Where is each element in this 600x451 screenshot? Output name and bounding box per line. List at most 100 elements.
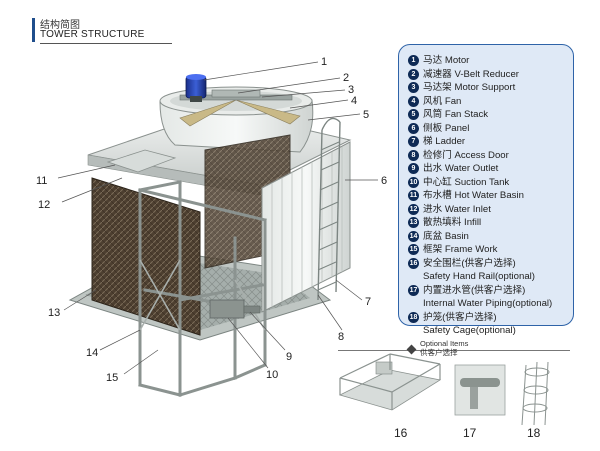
callout-3: 3 <box>348 84 354 96</box>
callout-6: 6 <box>381 175 387 187</box>
legend-number-badge: 12 <box>408 203 419 215</box>
legend-number-badge: 6 <box>408 122 419 134</box>
legend-label: 进水 Water Inlet <box>423 203 491 215</box>
callout-5: 5 <box>363 109 369 121</box>
optional-internal-water-piping <box>454 364 506 416</box>
callout-4: 4 <box>351 95 357 107</box>
legend-number-badge: 1 <box>408 55 419 66</box>
optional-items-title: Optional Items 供客户选择 <box>420 339 468 357</box>
legend-label: 护笼(供客户选择) <box>423 311 497 323</box>
legend-item: 1 马达 Motor <box>408 54 567 68</box>
legend-item: 18 护笼(供客户选择) <box>408 311 567 325</box>
legend-label: 马达架 Motor Support <box>423 82 516 93</box>
callout-14: 14 <box>86 347 98 359</box>
legend-item: 9 出水 Water Outlet <box>408 162 567 176</box>
callout-12: 12 <box>38 199 50 211</box>
water-outlet <box>243 305 261 314</box>
frame-work <box>138 180 267 397</box>
legend-item: 2 减速器 V-Belt Reducer <box>408 68 567 82</box>
legend-item: 16 安全围栏(供客户选择) <box>408 257 567 271</box>
optional-items-title-en: Optional Items <box>420 339 469 348</box>
legend-number-badge: 11 <box>408 190 419 201</box>
header-accent-bar <box>32 18 35 42</box>
legend-label: 布水槽 Hot Water Basin <box>423 190 524 201</box>
legend-label: 散热填料 Infill <box>423 217 482 228</box>
legend-number-badge: 4 <box>408 95 419 107</box>
legend-number-badge: 3 <box>408 82 419 93</box>
fan-blades <box>179 99 301 127</box>
legend-number-badge: 10 <box>408 176 419 188</box>
legend-item: 11 布水槽 Hot Water Basin <box>408 189 567 203</box>
legend-label: 侧板 Panel <box>423 122 470 134</box>
callout-8: 8 <box>338 331 344 343</box>
legend-item: 3 马达架 Motor Support <box>408 81 567 95</box>
header-title-en: TOWER STRUCTURE <box>40 29 145 40</box>
optional-items-title-cn: 供客户选择 <box>420 348 458 357</box>
header-title-cn: 结构简图 <box>40 20 80 31</box>
legend-number-badge: 16 <box>408 257 419 269</box>
callout-leaders <box>57 61 378 375</box>
legend-sublabel: Safety Hand Rail(optional) <box>423 271 535 282</box>
optional-item-number-16: 16 <box>394 426 408 440</box>
legend-item: 15 框架 Frame Work <box>408 243 567 257</box>
legend-sublabel: Internal Water Piping(optional) <box>423 298 553 309</box>
legend-label: 风筒 Fan Stack <box>423 109 489 120</box>
legend-label: 中心缸 Suction Tank <box>423 176 510 188</box>
callout-11: 11 <box>36 175 47 187</box>
legend-item: 8 检修门 Access Door <box>408 149 567 163</box>
header-underline <box>40 43 172 44</box>
legend-item: 6 侧板 Panel <box>408 122 567 136</box>
legend-label: 梯 Ladder <box>423 136 466 147</box>
legend-item: 12 进水 Water Inlet <box>408 203 567 217</box>
legend-number-badge: 8 <box>408 149 419 161</box>
callout-10: 10 <box>266 369 278 381</box>
legend-number-badge: 18 <box>408 311 419 323</box>
optional-item-number-17: 17 <box>463 426 477 440</box>
motor-support <box>179 89 293 101</box>
parts-legend: 1 马达 Motor 2 减速器 V-Belt Reducer 3 马达架 Motor S… <box>398 44 574 336</box>
legend-number-badge: 2 <box>408 68 419 80</box>
legend-number-badge: 7 <box>408 136 419 147</box>
legend-label: 出水 Water Outlet <box>423 163 499 174</box>
legend-label: 风机 Fan <box>423 95 462 107</box>
legend-item: 14 底盆 Basin <box>408 230 567 244</box>
callout-7: 7 <box>365 296 371 308</box>
legend-label: 马达 Motor <box>423 55 470 66</box>
optional-items-divider <box>338 350 570 351</box>
legend-number-badge: 9 <box>408 163 419 174</box>
callout-9: 9 <box>286 351 292 363</box>
legend-item: 4 风机 Fan <box>408 95 567 109</box>
legend-item: 7 梯 Ladder <box>408 135 567 149</box>
motor-icon <box>185 74 207 102</box>
callout-1: 1 <box>321 56 327 68</box>
callout-13: 13 <box>48 307 60 319</box>
legend-number-badge: 14 <box>408 230 419 242</box>
legend-number-badge: 5 <box>408 109 419 120</box>
legend-item: 5 风筒 Fan Stack <box>408 108 567 122</box>
legend-label: 框架 Frame Work <box>423 244 498 255</box>
optional-item-number-18: 18 <box>527 426 541 440</box>
legend-number-badge: 17 <box>408 284 419 296</box>
legend-sublabel: Safety Cage(optional) <box>423 325 516 336</box>
callout-15: 15 <box>106 372 118 384</box>
ladder <box>317 117 341 301</box>
legend-label: 内置进水管(供客户选择) <box>423 284 526 296</box>
legend-label: 底盆 Basin <box>423 230 469 242</box>
frame-bracing <box>139 259 266 331</box>
legend-number-badge: 15 <box>408 244 419 255</box>
legend-number-badge: 13 <box>408 217 419 228</box>
callout-numbers: 1 2 3 4 5 6 7 8 9 10 11 12 13 14 15 <box>36 56 387 384</box>
legend-item: 17 内置进水管(供客户选择) <box>408 284 567 298</box>
suction-tank <box>209 299 245 319</box>
legend-label: 检修门 Access Door <box>423 149 509 161</box>
side-panel <box>261 141 351 313</box>
hot-water-basin <box>106 149 177 173</box>
callout-2: 2 <box>343 72 349 84</box>
optional-safety-cage <box>521 361 550 426</box>
legend-label: 安全围栏(供客户选择) <box>423 257 516 269</box>
legend-item: 13 散热填料 Infill <box>408 216 567 230</box>
legend-item: 10 中心缸 Suction Tank <box>408 176 567 190</box>
legend-label: 减速器 V-Belt Reducer <box>423 68 519 80</box>
optional-safety-hand-rail <box>338 353 442 411</box>
